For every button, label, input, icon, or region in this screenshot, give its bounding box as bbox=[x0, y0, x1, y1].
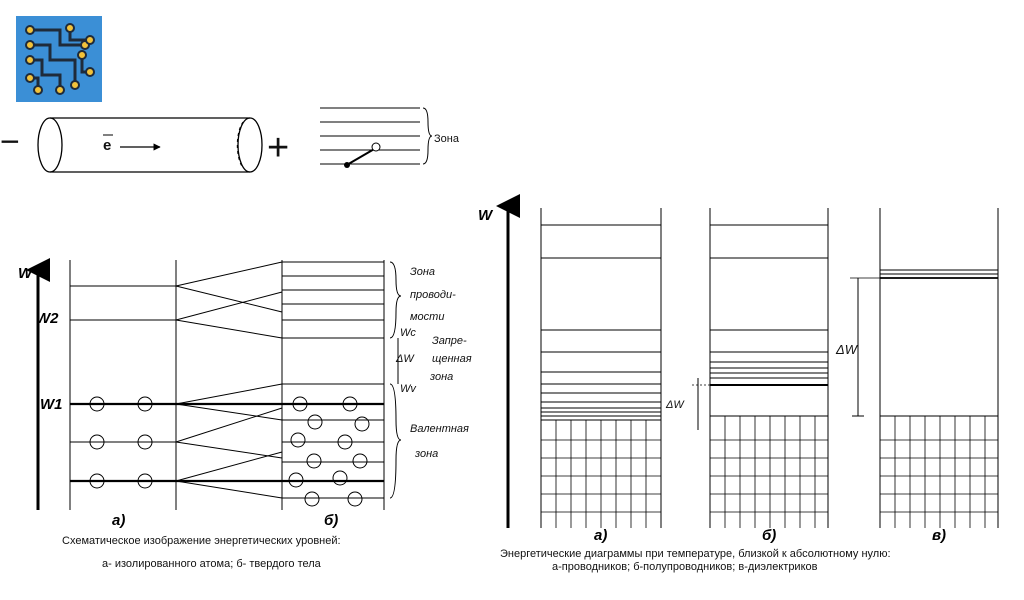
zone-conduction-3: мости bbox=[410, 311, 444, 323]
right-axis-label: W bbox=[478, 207, 494, 224]
panel-dielectric-grid bbox=[880, 416, 998, 528]
zone-valence-1: Валентная bbox=[410, 423, 469, 435]
zone-forbidden-2: щенная bbox=[432, 353, 472, 365]
delta-w-marker-dielectric: ΔW bbox=[835, 277, 880, 417]
panel-semiconductor bbox=[709, 208, 829, 528]
left-caption-2: а- изолированного атома; б- твердого тел… bbox=[102, 558, 322, 570]
delta-w-label-c: ΔW bbox=[835, 342, 859, 357]
delta-w-marker-semiconductor: ΔW bbox=[665, 378, 710, 430]
right-caption-1: Энергетические диаграммы при температуре… bbox=[500, 548, 891, 560]
left-energy-diagram: W bbox=[18, 258, 472, 570]
left-caption-1: Схематическое изображение энергетических… bbox=[62, 535, 341, 547]
circuit-board-icon bbox=[16, 16, 102, 102]
minus-sign: − bbox=[0, 123, 20, 161]
w1-label: W1 bbox=[40, 396, 63, 413]
delta-w-label-b: ΔW bbox=[665, 399, 685, 411]
right-energy-diagram: W bbox=[478, 194, 999, 573]
left-axis-label: W bbox=[18, 265, 34, 282]
zone-lines-top: Зона bbox=[320, 107, 460, 168]
right-sub-b: б) bbox=[762, 527, 776, 544]
electron-label: e bbox=[103, 137, 111, 154]
zone-forbidden-1: Запре- bbox=[432, 335, 467, 347]
wv-label: Wv bbox=[400, 383, 417, 395]
right-sub-a: а) bbox=[594, 527, 607, 544]
plus-sign: + bbox=[267, 127, 289, 169]
zone-label-top: Зона bbox=[434, 133, 460, 145]
zone-conduction-1: Зона bbox=[410, 266, 435, 278]
w2-label: W2 bbox=[36, 310, 59, 327]
panel-dielectric bbox=[879, 208, 999, 528]
right-sub-c: в) bbox=[932, 527, 946, 544]
panel-conductor-grid bbox=[541, 420, 661, 528]
conductor-cylinder: − e + bbox=[0, 117, 289, 173]
zone-valence-2: зона bbox=[414, 448, 438, 460]
left-sub-b: б) bbox=[324, 512, 338, 529]
zone-forbidden-3: зона bbox=[429, 371, 453, 383]
right-caption-2: а-проводников; б-полупроводников; в-диэл… bbox=[552, 561, 818, 573]
delta-w-label-left: ΔW bbox=[395, 353, 415, 365]
zone-conduction-2: проводи- bbox=[410, 289, 456, 301]
panel-conductor bbox=[540, 208, 662, 528]
left-sub-a: а) bbox=[112, 512, 125, 529]
wc-label: Wc bbox=[400, 327, 416, 339]
panel-semiconductor-grid bbox=[710, 416, 828, 528]
